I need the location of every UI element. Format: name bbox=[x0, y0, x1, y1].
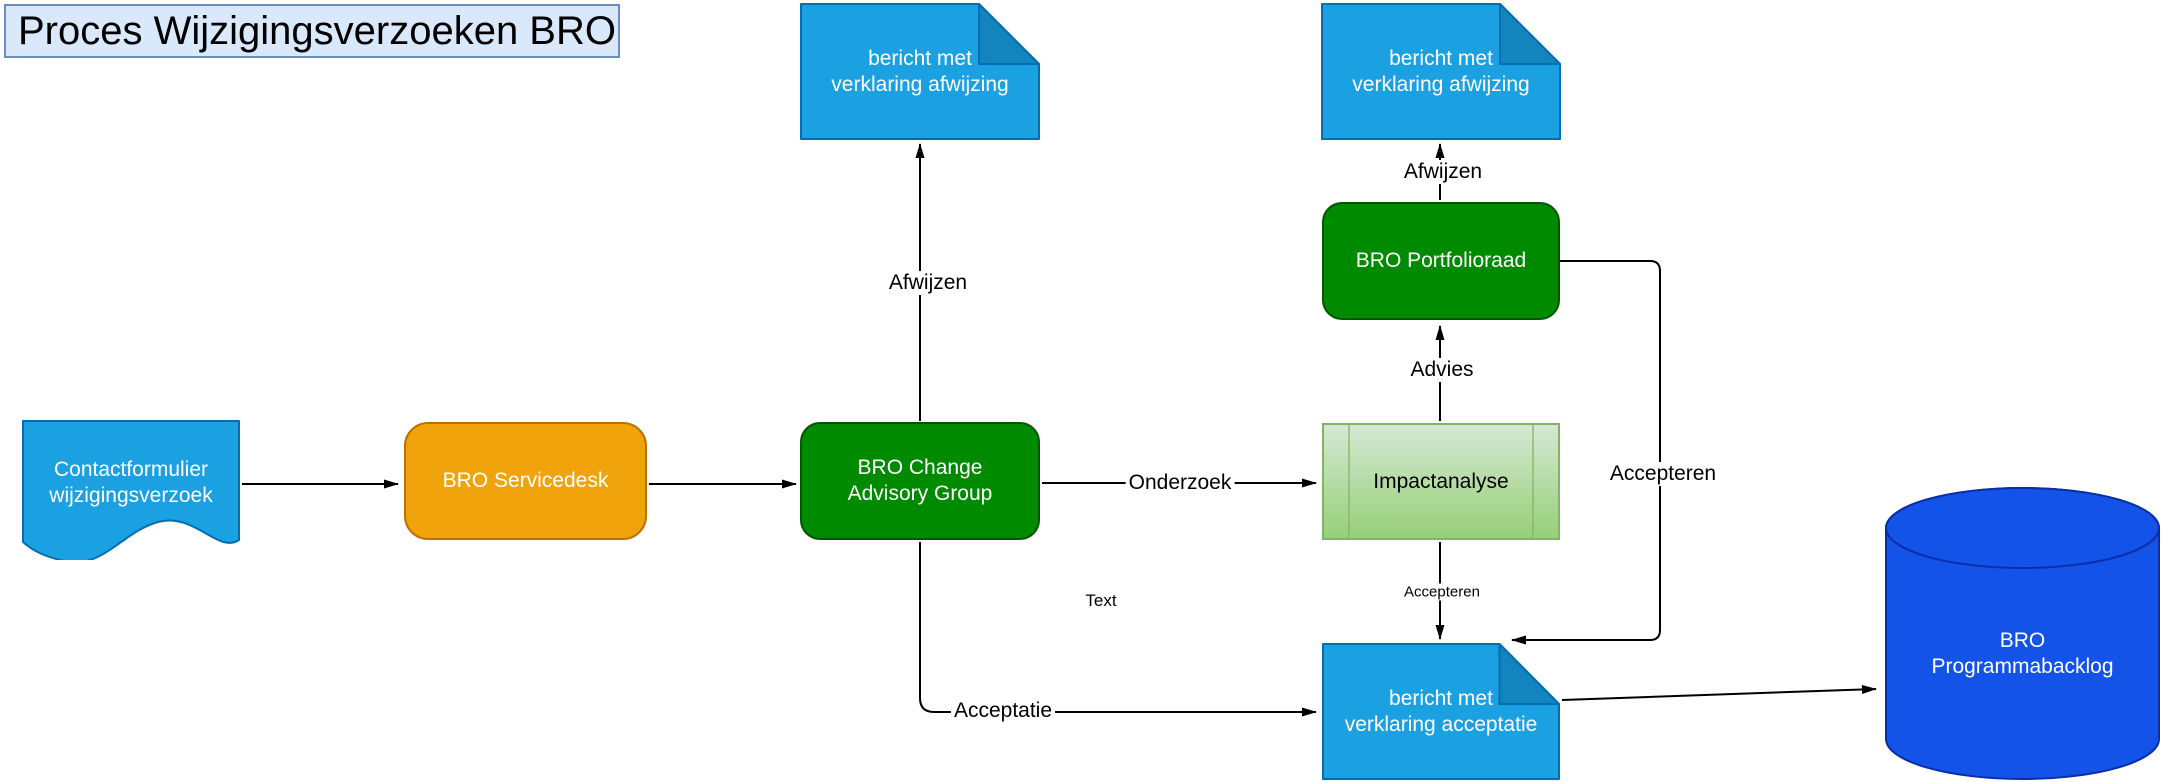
node-label: bericht met verklaring afwijzing bbox=[831, 46, 1009, 96]
edge-label-onderzoek: Onderzoek bbox=[1125, 471, 1235, 495]
node-label: BRO Programmabacklog bbox=[1931, 628, 2114, 678]
node-rejection-note-right: bericht met verklaring afwijzing bbox=[1321, 3, 1561, 140]
edge-label-accepteren-vertical: Accepteren bbox=[1606, 462, 1720, 486]
node-portfolioraad: BRO Portfolioraad bbox=[1322, 202, 1560, 320]
note-shape bbox=[800, 3, 1040, 140]
node-rejection-note-left: bericht met verklaring afwijzing bbox=[800, 3, 1040, 140]
node-programmabacklog: BRO Programmabacklog bbox=[1885, 487, 2160, 780]
edge-cag-to-acceptance-note-acceptatie bbox=[919, 542, 1317, 717]
edge-portfolioraad-to-acceptance-note-accepteren bbox=[1511, 260, 1661, 645]
note-shape bbox=[1321, 3, 1561, 140]
process-bar-right bbox=[1532, 425, 1534, 538]
edge-label-text-placeholder: Text bbox=[1085, 591, 1117, 610]
node-label: Contactformulier wijzigingsverzoek bbox=[49, 458, 213, 507]
node-label: BRO Change Advisory Group bbox=[847, 456, 993, 505]
node-label: BRO Portfolioraad bbox=[1355, 249, 1527, 273]
process-bar-left bbox=[1348, 425, 1350, 538]
diagram-title: Proces Wijzigingsverzoeken BRO bbox=[4, 4, 620, 58]
edge-label-afwijzen-right: Afwijzen bbox=[1400, 160, 1486, 184]
database-cylinder-shape bbox=[1885, 487, 2160, 780]
document-shape bbox=[22, 420, 240, 560]
node-change-advisory-group: BRO Change Advisory Group bbox=[800, 422, 1040, 540]
node-label: bericht met verklaring acceptatie bbox=[1344, 686, 1538, 736]
edge-label-accepteren-small: Accepteren bbox=[1401, 583, 1483, 601]
node-impactanalyse: Impactanalyse bbox=[1322, 423, 1560, 540]
node-label: Impactanalyse bbox=[1373, 469, 1509, 493]
node-acceptance-note: bericht met verklaring acceptatie bbox=[1322, 643, 1560, 780]
edge-label-acceptatie: Acceptatie bbox=[950, 699, 1056, 723]
node-contact-form: Contactformulier wijzigingsverzoek bbox=[22, 420, 240, 560]
edge-label-advies: Advies bbox=[1407, 358, 1477, 382]
node-servicedesk: BRO Servicedesk bbox=[404, 422, 647, 540]
edge-label-afwijzen-left: Afwijzen bbox=[885, 271, 971, 295]
note-shape bbox=[1322, 643, 1560, 780]
edge-acceptance-note-to-programmabacklog bbox=[1561, 684, 1877, 701]
node-label: bericht met verklaring afwijzing bbox=[1352, 46, 1530, 96]
node-label: BRO Servicedesk bbox=[442, 469, 609, 493]
